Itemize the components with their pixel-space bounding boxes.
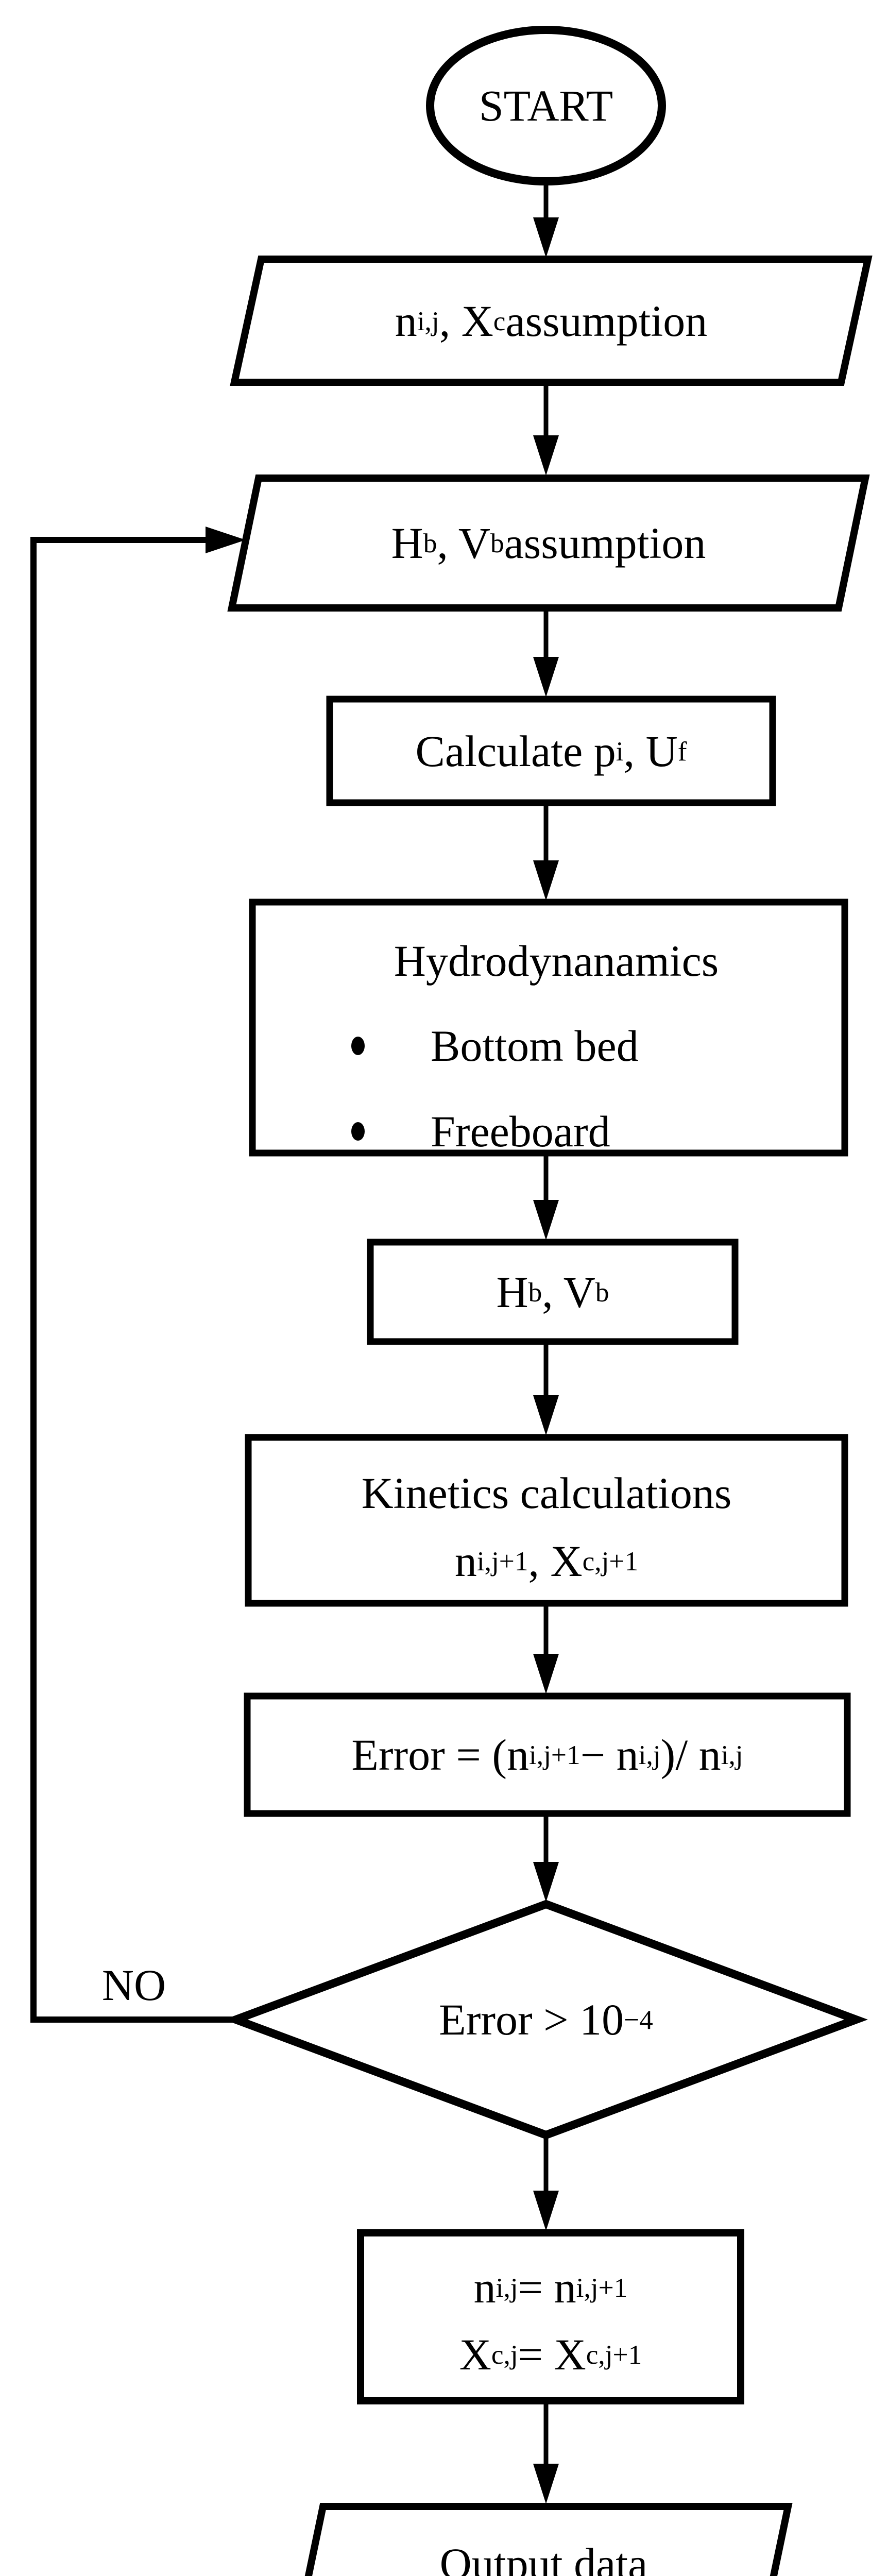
hydrodynamics-bullet-freeboard: Freeboard	[351, 1093, 830, 1170]
output-label: Output data	[439, 2538, 648, 2576]
arrow-assume-initial-to-assume-bed	[533, 382, 559, 476]
start-label: START	[479, 81, 613, 130]
arrow-update-to-output	[533, 2401, 559, 2504]
bullet-icon	[351, 1122, 365, 1141]
bed-result-process-shape	[367, 1239, 739, 1345]
assume-initial-parallelogram-shape	[230, 256, 873, 386]
error-check-decision-shape	[224, 1900, 868, 2140]
arrow-calculate-to-hydrodynamics	[533, 803, 559, 901]
kinetics-title-line: Kinetics calculations	[361, 1468, 732, 1518]
start-terminator-shape	[426, 26, 666, 185]
assume-bed-parallelogram-shape	[227, 474, 870, 612]
update-process-shape	[357, 2229, 744, 2404]
arrow-assume-bed-to-calculate	[533, 608, 559, 697]
calculate-process-shape	[326, 696, 776, 806]
hydrodynamics-item-label: Bottom bed	[431, 1021, 639, 1071]
hydrodynamics-title: Hydrodynanamics	[394, 936, 719, 986]
no-branch-label: NO	[101, 1960, 166, 2010]
hydrodynamics-bullet-bottom-bed: Bottom bed	[351, 1007, 830, 1084]
no-feedback-arrow	[30, 527, 246, 2023]
arrow-hydrodynamics-to-bed-result	[533, 1153, 559, 1240]
kinetics-process-shape	[245, 1434, 848, 1607]
bullet-icon	[351, 1037, 365, 1055]
error-calc-process-shape	[244, 1692, 851, 1817]
arrow-error-check-to-update	[533, 2135, 559, 2231]
arrow-bed-result-to-kinetics	[533, 1342, 559, 1435]
arrow-error-calc-to-error-check	[533, 1814, 559, 1902]
hydrodynamics-process-shape	[249, 899, 848, 1157]
hydrodynamics-item-label: Freeboard	[431, 1107, 610, 1156]
arrow-kinetics-to-error-calc	[533, 1603, 559, 1694]
output-parallelogram-shape	[304, 2503, 793, 2576]
error-check-label: Error > 10−4	[439, 1995, 653, 2044]
arrow-start-to-assume-initial	[533, 181, 559, 258]
